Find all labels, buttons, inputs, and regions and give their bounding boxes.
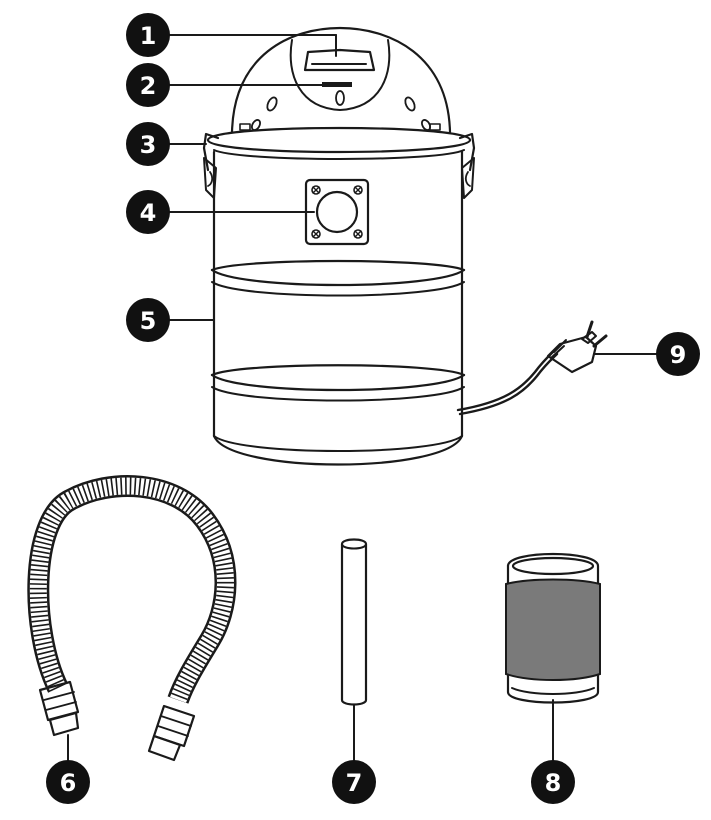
screw-top-right (353, 185, 363, 195)
hose-inlet (304, 178, 370, 246)
screw-bottom-right (353, 229, 363, 239)
metal-nozzle (340, 538, 368, 706)
filter-cartridge (505, 552, 601, 704)
callout-6-label: 6 (60, 769, 77, 797)
callout-9: 9 (656, 332, 700, 376)
callout-2-label: 2 (140, 72, 157, 100)
carry-handle (303, 48, 376, 72)
callout-4-label: 4 (140, 199, 157, 227)
callout-9-label: 9 (670, 341, 687, 369)
callout-8: 8 (531, 760, 575, 804)
ash-container (210, 150, 466, 466)
hose-cuff-right (147, 704, 196, 762)
callout-2: 2 (126, 63, 170, 107)
side-latch-right (458, 132, 476, 199)
callout-3: 3 (126, 122, 170, 166)
callout-badges: 1 2 3 4 5 6 7 8 (46, 13, 700, 804)
ash-vacuum-unit (202, 26, 608, 466)
callout-6: 6 (46, 760, 90, 804)
filter-sleeve (505, 578, 601, 681)
callout-3-label: 3 (140, 131, 157, 159)
leader-lines (67, 34, 657, 776)
callout-7: 7 (332, 760, 376, 804)
callout-5: 5 (126, 298, 170, 342)
screw-top-left (311, 185, 321, 195)
motor-head (230, 26, 452, 134)
power-plug (546, 320, 608, 374)
hose-cuff-left (38, 680, 80, 737)
lid-rim (206, 126, 472, 160)
callout-4: 4 (126, 190, 170, 234)
callout-8-label: 8 (545, 769, 562, 797)
screw-bottom-left (311, 229, 321, 239)
callout-7-label: 7 (346, 769, 363, 797)
callout-1: 1 (126, 13, 170, 57)
flexible-hose (27, 475, 237, 762)
callout-5-label: 5 (140, 307, 157, 335)
callout-1-label: 1 (140, 22, 157, 50)
power-switch (322, 82, 352, 87)
